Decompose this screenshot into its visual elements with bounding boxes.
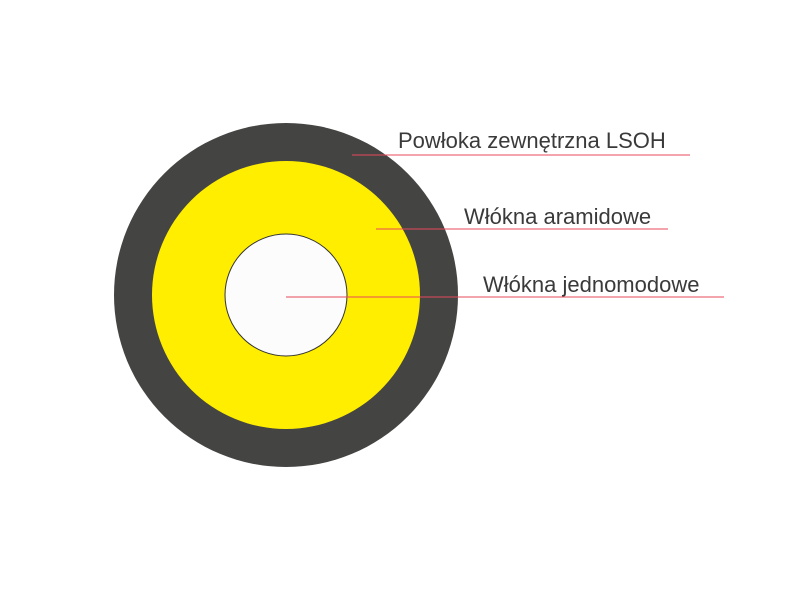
outer-sheath-label: Powłoka zewnętrzna LSOH xyxy=(398,128,666,153)
single-mode-fibers-core xyxy=(224,233,348,357)
aramid-fibers-label: Włókna aramidowe xyxy=(464,204,651,229)
single-mode-fibers-label: Włókna jednomodowe xyxy=(483,272,699,297)
